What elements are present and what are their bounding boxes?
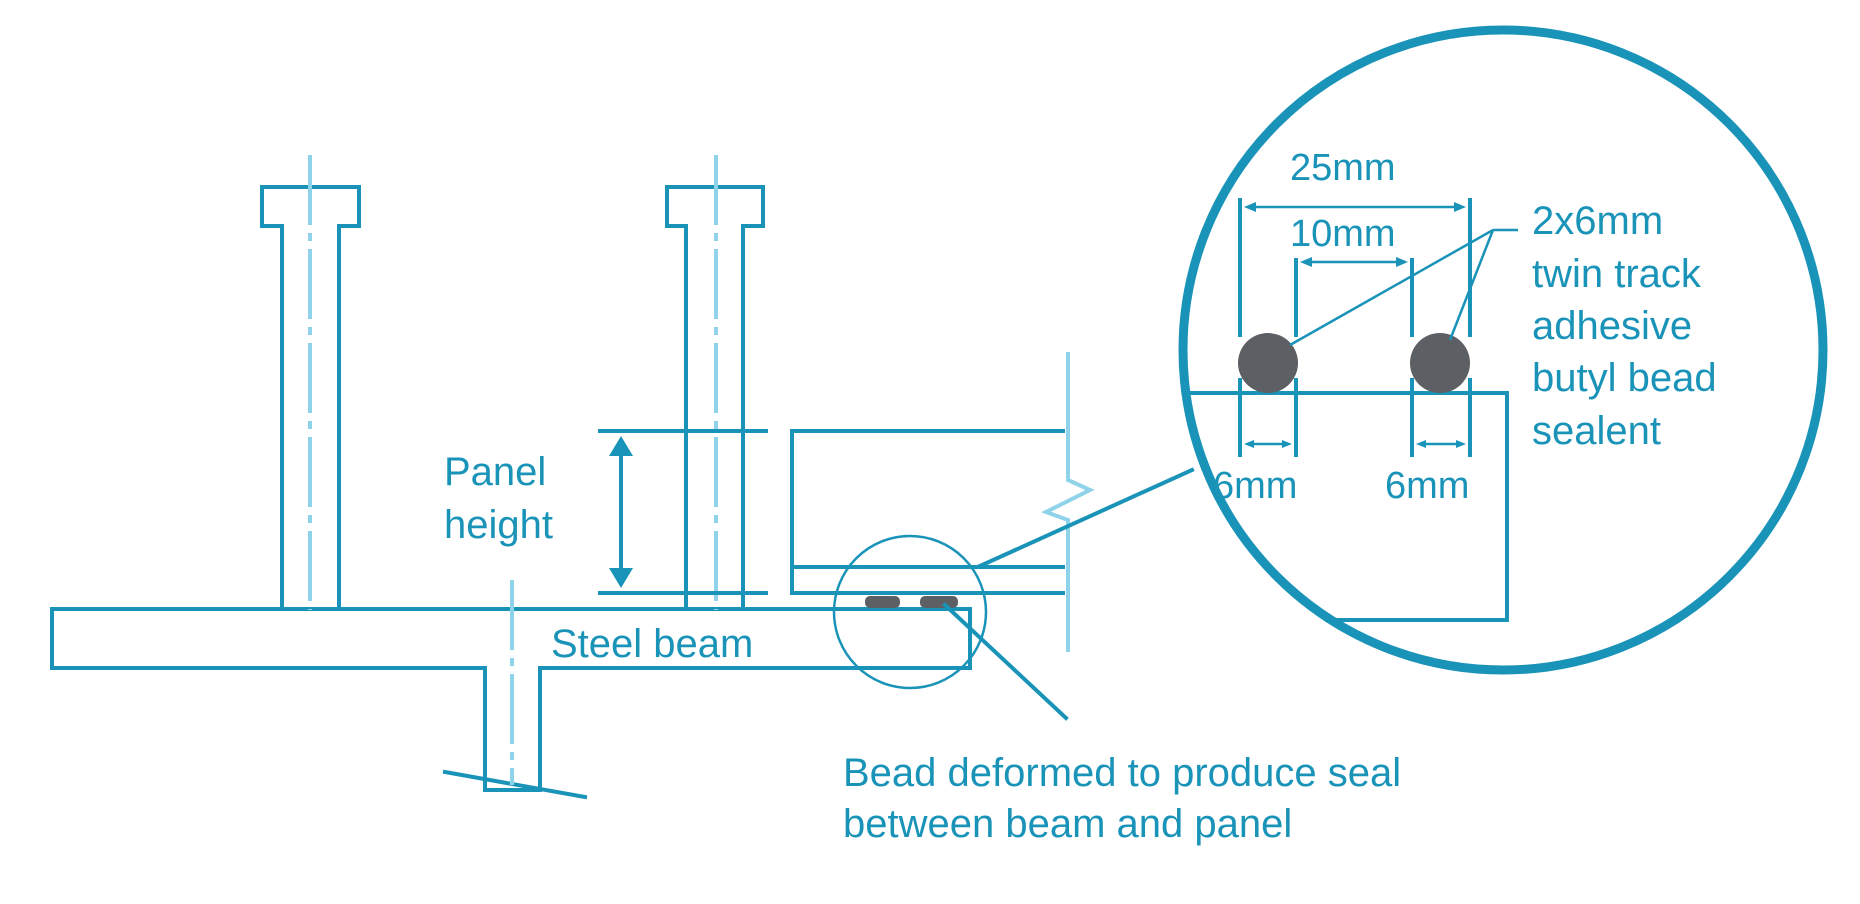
panel-height-dimension (598, 429, 768, 595)
dim-6mm-right-label: 6mm (1385, 465, 1469, 507)
panel-height-label-line1: Panel (444, 450, 546, 494)
sealant-note-line3: adhesive (1532, 304, 1692, 348)
sealant-note-line1: 2x6mm (1532, 199, 1663, 243)
panel-height-label-line2: height (444, 503, 553, 547)
detail-callout (832, 467, 1195, 721)
bead-note-line1: Bead deformed to produce seal (843, 751, 1401, 795)
sealant-note-line4: butyl bead (1532, 356, 1717, 400)
detail-bead-left (1238, 333, 1298, 393)
detail-bead-right (1410, 333, 1470, 393)
steel-beam-label: Steel beam (551, 622, 753, 666)
left-stud (260, 155, 361, 611)
dim-10mm-label: 10mm (1290, 213, 1396, 255)
bead-left (865, 596, 900, 608)
bead-note-line2: between beam and panel (843, 802, 1292, 846)
dim-6mm-left-label: 6mm (1213, 465, 1297, 507)
seal-beads (865, 596, 958, 608)
magnified-detail (1178, 25, 1828, 675)
dim-25mm-label: 25mm (1290, 147, 1396, 189)
middle-stud (665, 155, 765, 611)
steel-beam (50, 580, 972, 800)
sealant-note-line5: sealent (1532, 409, 1661, 453)
bead-right (920, 596, 958, 608)
panel (790, 352, 1095, 652)
sealant-note-line2: twin track (1532, 252, 1702, 296)
